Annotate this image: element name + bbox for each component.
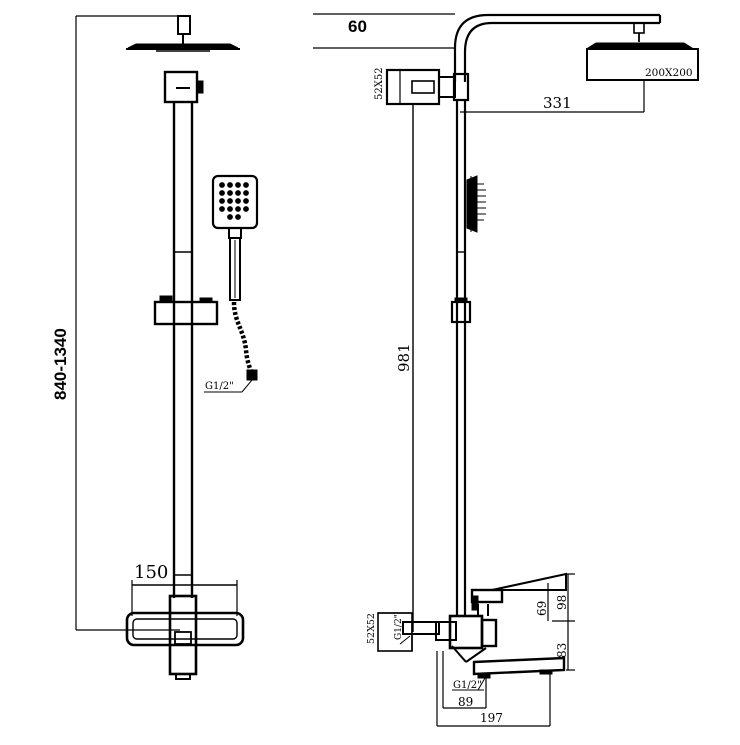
total-height-label: 840-1340 (51, 328, 70, 400)
mixer-width-dimension (131, 580, 238, 616)
vertical-bar (172, 102, 194, 598)
side-shower-head (586, 42, 699, 81)
arm-offset-label: 60 (348, 17, 367, 36)
side-spout-top (470, 572, 567, 616)
hose-thread-label: G1/2" (205, 381, 234, 392)
mixer-height-dimensions (547, 573, 575, 671)
side-mixer-body (435, 614, 498, 663)
upper-bracket-size-label: 52X52 (374, 67, 385, 100)
hose (231, 301, 258, 381)
side-hand-shower (466, 175, 486, 233)
spout-height-label: 83 (555, 643, 569, 658)
hand-shower-nozzles (219, 182, 249, 220)
slide-holder (153, 295, 219, 326)
hand-shower (211, 174, 259, 301)
shower-arm (453, 13, 662, 82)
front-view: 840-1340 (51, 15, 259, 680)
mixer-height-b-label: 98 (555, 595, 569, 610)
spout-depth-dimensions (436, 651, 551, 727)
side-vertical-bar (455, 100, 467, 616)
spout-depth-b-label: 197 (480, 711, 503, 725)
mixer-height-a-label: 69 (535, 601, 549, 616)
side-inlet-label: G1/2" (394, 614, 404, 640)
spout-depth-a-label: 89 (458, 695, 473, 709)
head-size-label: 200X200 (645, 67, 693, 79)
side-slide-holder (450, 300, 472, 324)
top-cap (177, 15, 191, 35)
arm-length-dimension (460, 80, 645, 113)
lower-bracket-size-label: 52X52 (366, 613, 377, 644)
thermostatic-mixer (125, 594, 245, 680)
arm-offset-dimension (313, 13, 455, 49)
lower-wall-bracket (377, 612, 440, 652)
bar-height-label: 981 (395, 343, 413, 372)
bath-spout (472, 656, 566, 679)
mixer-width-label: 150 (134, 562, 168, 583)
side-view: 60 200X200 331 52X52 (313, 13, 699, 727)
diverter-block (163, 70, 204, 104)
upper-wall-bracket (385, 68, 470, 106)
overhead-shower-head (126, 43, 240, 52)
arm-length-label: 331 (543, 94, 572, 112)
bottom-inlet-label: G1/2" (453, 680, 482, 691)
